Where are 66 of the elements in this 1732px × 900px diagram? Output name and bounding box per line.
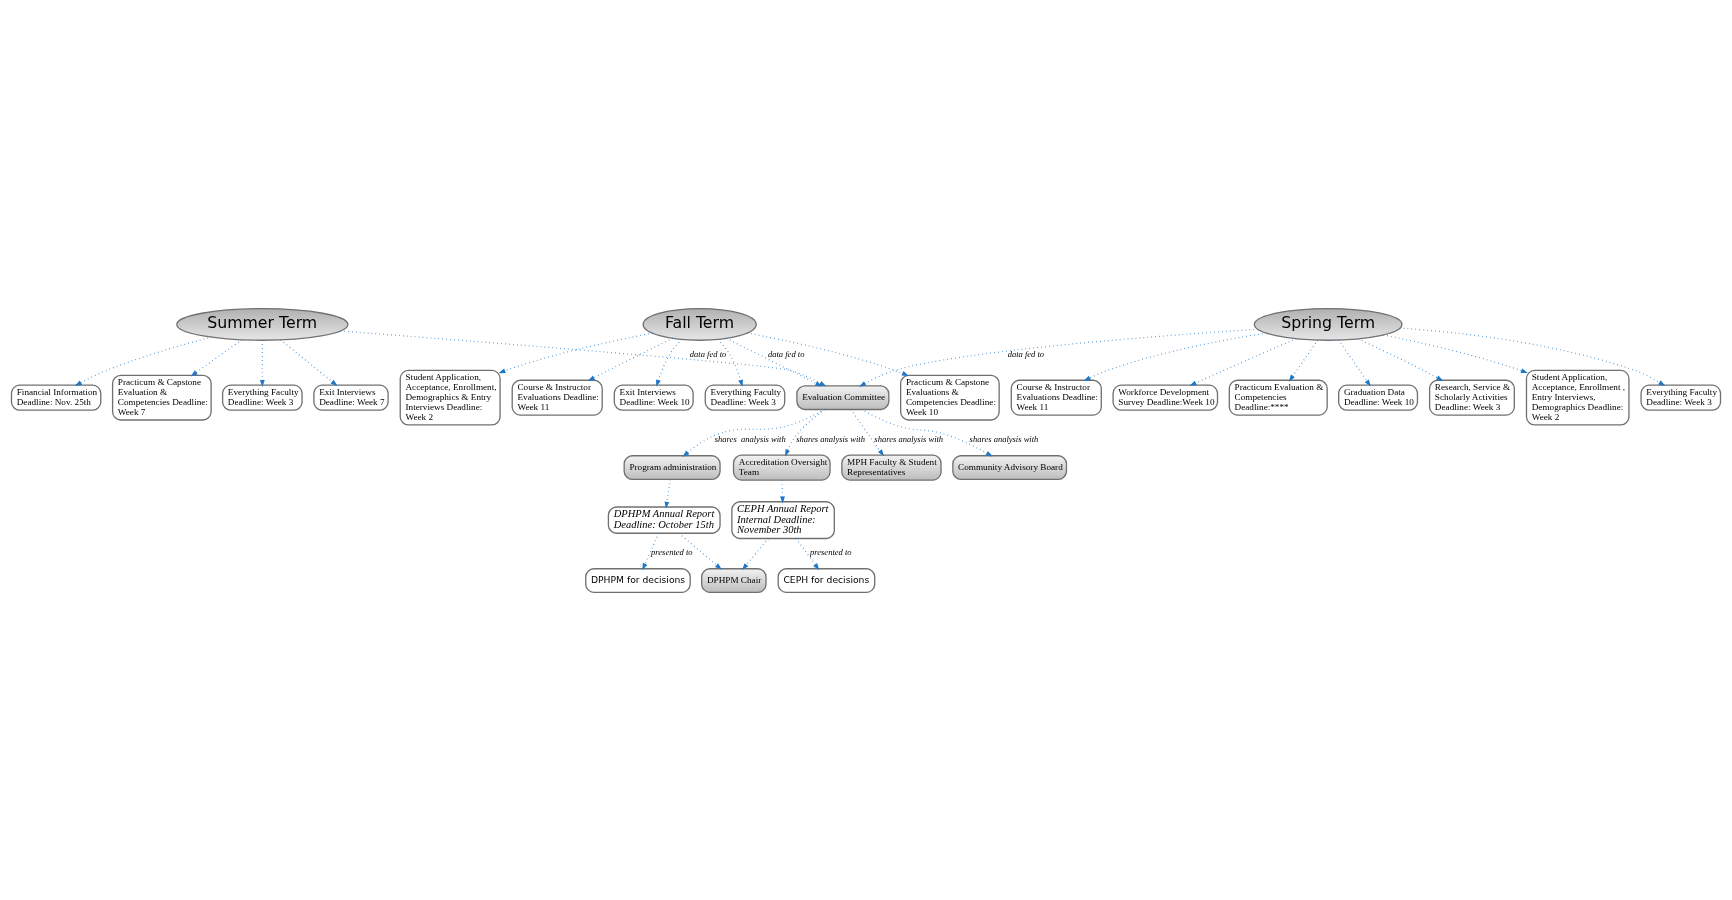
arrow — [850, 408, 884, 456]
arrow — [1357, 337, 1444, 381]
node-box: Community Advisory Board — [952, 454, 1068, 480]
node-box: Graduation Data Deadline: Week 10 — [1338, 384, 1419, 411]
node-box: Practicum & Capstone Evaluation & Competencies Deadline: Week 7 — [111, 374, 212, 421]
node-box: Everything Faculty Deadline: Week 3 — [704, 384, 786, 411]
node-box: Student Application, Acceptance, Enrollment, Demographics & Entry Interviews Deadline: Week 2 — [399, 369, 501, 426]
arrow — [1399, 326, 1666, 386]
arrow — [1288, 339, 1319, 382]
node-box: Workforce Development Survey Deadline:Week 10 — [1112, 384, 1219, 411]
node-box: Practicum Evaluation & Competencies Deadline:**** — [1228, 379, 1328, 416]
node-box: DPHPM Chair — [701, 567, 767, 593]
arrow — [656, 338, 683, 387]
arrow — [587, 337, 674, 381]
arrow — [785, 408, 826, 456]
node-box: CEPH Annual Report Internal Deadline: November 30th — [731, 500, 835, 539]
arrow — [746, 332, 909, 376]
arrow — [1083, 332, 1267, 381]
arrow — [339, 329, 827, 387]
arrow — [860, 408, 993, 457]
edge-label: shares analysis with — [969, 433, 1039, 444]
node-box: DPHPM Annual Report Deadline: October 15th — [607, 505, 721, 534]
arrow — [678, 532, 722, 570]
arrow — [1189, 337, 1297, 386]
arrow — [725, 337, 823, 387]
arrow — [259, 339, 265, 387]
arrow — [717, 338, 743, 387]
node-box: Course & Instructor Evaluations Deadline: Week 11 — [511, 379, 603, 416]
edge-label: data fed to — [1007, 348, 1045, 359]
arrow — [498, 332, 654, 373]
edge-label: presented to — [810, 546, 852, 557]
arrow — [682, 408, 826, 457]
arrow — [642, 532, 660, 570]
arrow — [280, 338, 338, 386]
edge-label: shares analysis with — [796, 433, 865, 444]
edge-label: shares analysis with — [714, 433, 786, 444]
node-box: Financial Information Deadline: Nov. 25th — [10, 384, 102, 411]
node-box: Everything Faculty Deadline: Week 3 — [1640, 384, 1722, 411]
arrow — [190, 338, 243, 376]
node-box: CEPH for decisions — [777, 567, 876, 593]
node-ellipse: Spring Term — [1253, 307, 1403, 341]
node-box: Everything Faculty Deadline: Week 3 — [221, 384, 303, 411]
edge-label: shares analysis with — [874, 433, 944, 444]
node-ellipse: Summer Term — [176, 307, 349, 341]
edge-label: data fed to — [689, 348, 727, 359]
node-box: Evaluation Committee — [796, 384, 890, 410]
arrow — [1338, 339, 1371, 386]
node-box: MPH Faculty & Student Representatives — [841, 453, 942, 481]
arrow — [742, 537, 769, 570]
node-box: Course & Instructor Evaluations Deadline: Week 11 — [1010, 379, 1102, 416]
node-box: Accreditation Oversight Team — [732, 453, 831, 481]
node-box: Research, Service & Scholarly Activities Deadline: Week 3 — [1428, 379, 1515, 416]
node-box: Student Application, Acceptance, Enrollment , Entry Interviews, Demographics Deadline: Week 2 — [1525, 369, 1630, 426]
node-box: DPHPM for decisions — [585, 567, 691, 593]
arrow — [795, 537, 820, 570]
arrow — [859, 328, 1259, 387]
edge-label: data fed to — [767, 348, 805, 359]
node-box: Exit Interviews Deadline: Week 7 — [313, 384, 389, 411]
node-box: Exit Interviews Deadline: Week 10 — [613, 384, 694, 411]
node-box: Program administration — [623, 454, 721, 480]
arrow — [664, 478, 671, 509]
arrow — [74, 336, 213, 386]
node-box: Practicum & Capstone Evaluations & Competencies Deadline: Week 10 — [900, 374, 1000, 421]
edge-label: presented to — [651, 546, 693, 557]
node-ellipse: Fall Term — [642, 307, 757, 341]
arrow — [1382, 333, 1528, 373]
